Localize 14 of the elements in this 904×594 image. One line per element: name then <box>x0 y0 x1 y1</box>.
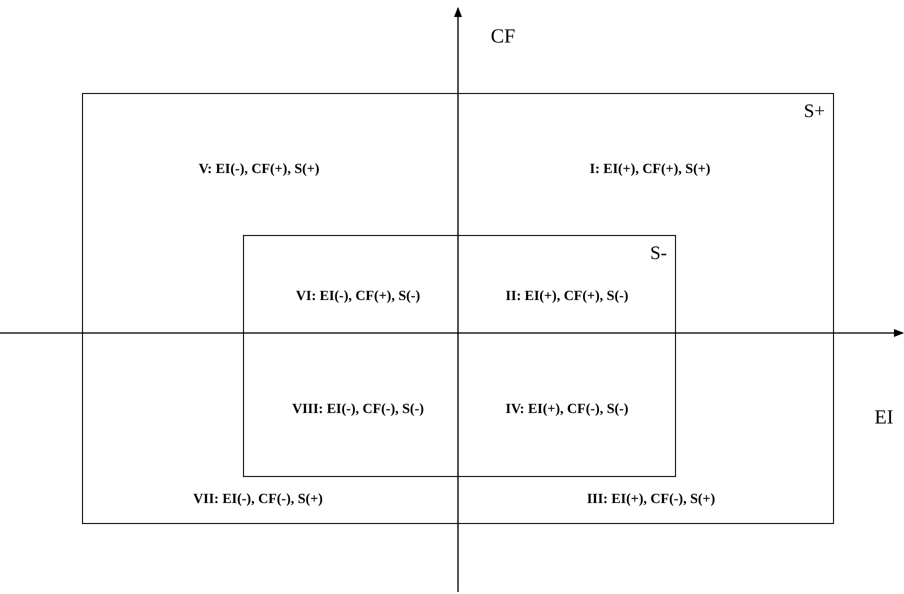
region-box <box>82 93 834 524</box>
quadrant-label: VIII: EI(-), CF(-), S(-) <box>292 402 424 418</box>
region-label: S+ <box>804 102 825 121</box>
quadrant-label: III: EI(+), CF(-), S(+) <box>586 492 716 508</box>
region-label: S- <box>650 244 667 263</box>
quadrant-label: V: EI(-), CF(+), S(+) <box>198 162 320 178</box>
quadrant-label: VII: EI(-), CF(-), S(+) <box>193 492 323 508</box>
quadrant-label: I: EI(+), CF(+), S(+) <box>590 162 710 178</box>
region-box <box>243 235 676 477</box>
quadrant-label: IV: EI(+), CF(-), S(-) <box>506 402 628 418</box>
quadrant-label: VI: EI(-), CF(+), S(-) <box>296 289 420 305</box>
axis-label: CF <box>490 26 516 48</box>
axis-label: EI <box>874 406 894 430</box>
quadrant-label: II: EI(+), CF(+), S(-) <box>506 289 628 305</box>
